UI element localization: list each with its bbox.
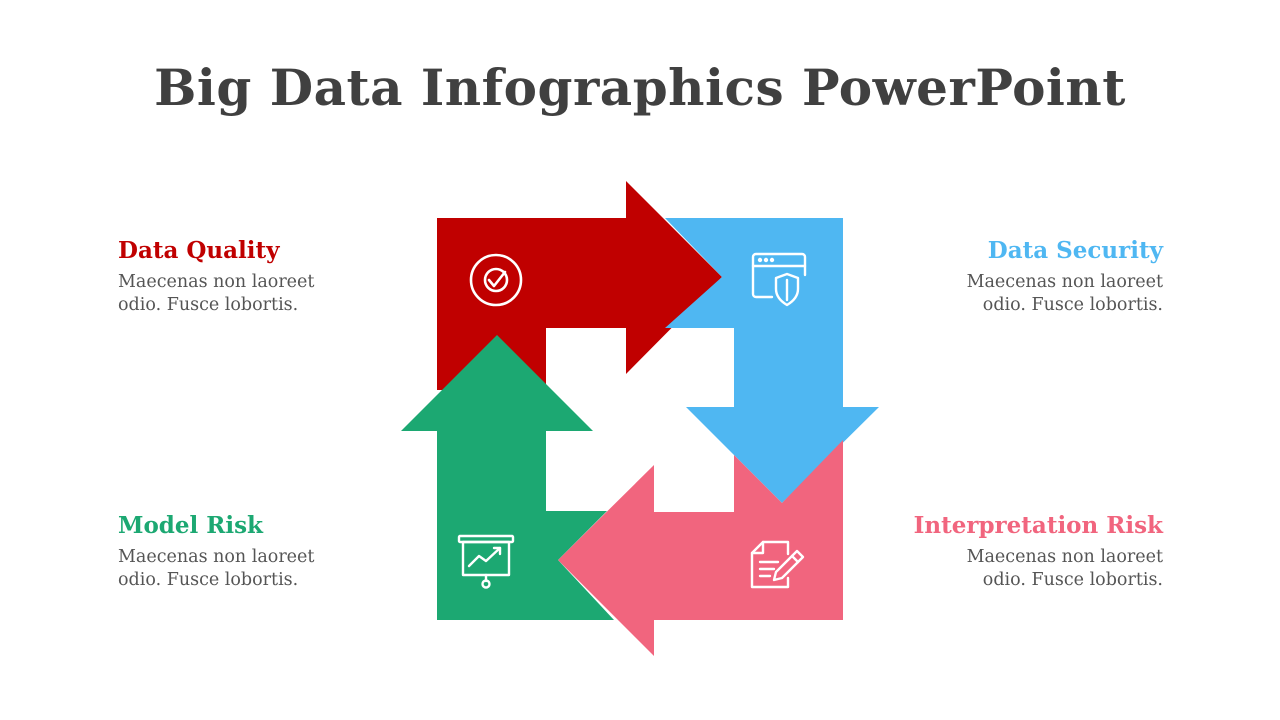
browser-shield-icon	[751, 252, 807, 307]
interpretation-risk-heading: Interpretation Risk	[913, 512, 1163, 539]
data-security-block: Data Security Maecenas non laoreet odio.…	[903, 237, 1163, 317]
pink-arrow	[558, 440, 843, 656]
document-pen-icon	[750, 540, 805, 589]
red-arrow	[437, 181, 722, 390]
page-title: Big Data Infographics PowerPoint	[154, 58, 1126, 117]
interpretation-risk-block: Interpretation Risk Maecenas non laoreet…	[903, 512, 1163, 592]
model-risk-heading: Model Risk	[118, 512, 263, 539]
data-quality-desc: Maecenas non laoreet odio. Fusce loborti…	[118, 272, 315, 315]
data-quality-block: Data Quality Maecenas non laoreet odio. …	[118, 237, 378, 317]
model-risk-desc: Maecenas non laoreet odio. Fusce loborti…	[118, 547, 315, 590]
interpretation-risk-desc: Maecenas non laoreet odio. Fusce loborti…	[966, 547, 1163, 590]
model-risk-block: Model Risk Maecenas non laoreet odio. Fu…	[118, 512, 378, 592]
presentation-chart-icon	[457, 534, 515, 589]
blue-arrow	[665, 218, 879, 503]
check-circle-icon	[469, 253, 523, 307]
data-security-desc: Maecenas non laoreet odio. Fusce loborti…	[966, 272, 1163, 315]
data-quality-heading: Data Quality	[118, 237, 280, 264]
green-arrow	[401, 335, 614, 620]
data-security-heading: Data Security	[987, 237, 1163, 264]
